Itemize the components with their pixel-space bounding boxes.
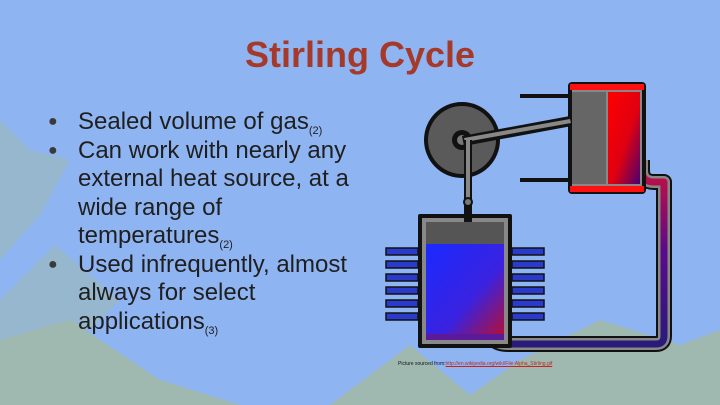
bullet-dot-icon: ● bbox=[48, 255, 58, 273]
cooling-fins-right bbox=[511, 247, 545, 321]
flywheel bbox=[424, 102, 500, 178]
bullet-text: Used infrequently, almost always for sel… bbox=[78, 250, 348, 335]
bullet-item: ● Sealed volume of gas(2) bbox=[44, 108, 374, 137]
reference-mark: (2) bbox=[219, 239, 233, 251]
reference-mark: (3) bbox=[204, 324, 219, 337]
stirling-engine-illustration bbox=[385, 82, 672, 352]
cooling-fins-left bbox=[385, 247, 419, 321]
bullet-dot-icon: ● bbox=[48, 141, 58, 159]
cold-cylinder bbox=[418, 197, 512, 348]
bullet-list: ●Sealed volume of gas(2) ●Can work with … bbox=[44, 108, 374, 336]
image-credit: Picture sourced from:http://en.wikipedia… bbox=[398, 361, 552, 367]
bullet-item: ● Can work with nearly any external heat … bbox=[44, 137, 374, 251]
bullet-dot-icon: ● bbox=[48, 113, 58, 130]
hot-cylinder bbox=[520, 82, 646, 194]
reference-mark: (2) bbox=[308, 125, 323, 137]
bullet-text: Sealed volume of gas bbox=[78, 108, 309, 135]
credit-link[interactable]: http://en.wikipedia.org/wiki/File:Alpha_… bbox=[445, 361, 553, 367]
credit-prefix: Picture sourced from: bbox=[398, 361, 446, 367]
bullet-item: ● Used infrequently, almost always for se… bbox=[44, 251, 374, 337]
bullet-text: Can work with nearly any external heat s… bbox=[78, 136, 349, 250]
slide-title: Stirling Cycle bbox=[244, 34, 476, 75]
